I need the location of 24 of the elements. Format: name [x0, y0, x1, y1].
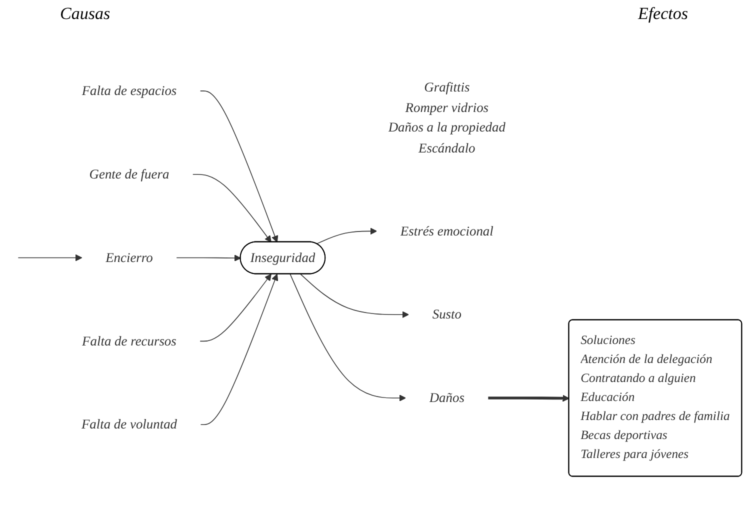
arrow	[192, 174, 272, 242]
node-label: Romper vidrios	[405, 99, 489, 114]
arrow	[200, 274, 272, 342]
arrow	[290, 273, 406, 402]
arrow	[200, 274, 278, 425]
node-text: Falta de espacios	[82, 82, 177, 98]
node-text: Falta de recursos	[82, 333, 176, 348]
node-label: Escándalo	[418, 140, 476, 155]
node-text: Susto	[432, 306, 462, 322]
arrow	[18, 254, 82, 261]
node-text: Estrés emocional	[400, 223, 494, 238]
node-text: Falta de voluntad	[81, 416, 178, 432]
arrow	[300, 273, 409, 318]
node-text: Gente de fuera	[89, 166, 170, 182]
arrow	[488, 394, 570, 402]
arrow	[316, 227, 378, 244]
node-text: Daños	[429, 390, 464, 406]
heading-label: Efectos	[638, 4, 688, 25]
node-label: Grafittis	[424, 79, 470, 94]
arrow	[200, 90, 278, 242]
node-text: Encierro	[106, 250, 153, 265]
arrow	[176, 254, 241, 262]
node-label: Daños a la propiedad	[388, 120, 506, 135]
heading-label: Causas	[60, 4, 110, 25]
